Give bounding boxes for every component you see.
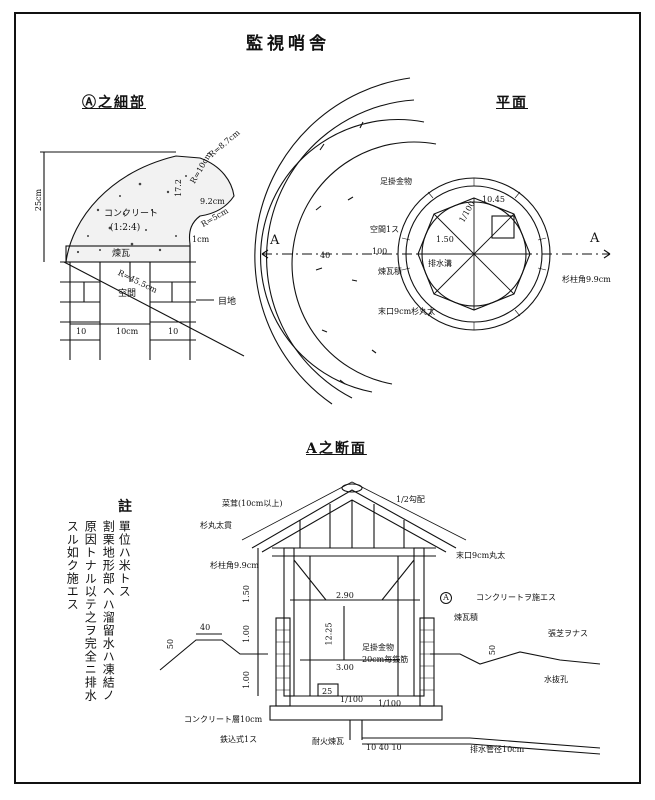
plan-hole: 空間1ス [370,225,400,234]
section-dim-25: 25 [322,687,333,696]
plan-brick-wall: 煉瓦積 [378,267,402,276]
detail-a-drawing [40,151,245,360]
plan-dim-1045: 10.45 [482,195,505,204]
plan-dim-40: 40 [320,251,331,260]
section-dim-100a: 1.00 [241,625,251,643]
plan-cedar-corner: 杉柱角9.9cm [562,275,611,284]
section-dim-290: 2.90 [336,591,354,600]
section-slope-label: 1/2勾配 [396,495,425,504]
section-brick-label: 煉瓦積 [454,613,478,622]
note-line-1: 單位ハ米トス [117,520,132,598]
section-dim-100b: 1.00 [241,671,251,689]
detail-dim-10a: 10 [76,327,87,336]
plan-a-right: A [590,231,600,246]
section-dim-100d: 1/100 [378,699,402,708]
section-circle-a: A [440,592,452,604]
detail-dim-10b: 10cm [116,327,139,336]
section-dim-40: 40 [200,623,211,632]
sheet-border [14,12,641,784]
detail-space-label: 空間 [118,289,137,299]
section-dim-101040: 10 40 10 [366,743,402,752]
note-line-4: スル如ク施エス [65,520,80,611]
detail-concrete-label: コンクリート [104,209,159,219]
section-dim-100c: 1/100 [340,695,364,704]
plan-a-left: A [270,233,280,248]
plan-cedar-post: 末口9cm杉丸太 [378,307,436,316]
section-concrete-layer-label: コンクリート層10cm [184,715,263,724]
detail-dim-10c: 10 [168,327,179,336]
section-turf-label: 張芝ヲナス [548,629,588,638]
plan-foot-hardware: 足掛金物 [380,177,412,186]
detail-heading: Ⓐ之細部 [82,95,146,111]
section-dim-300: 3.00 [336,663,354,672]
detail-dim-17: 17.2 [173,179,183,197]
section-dim-50-right: 50 [488,644,498,656]
section-dim-50-left: 50 [166,638,176,650]
section-foot-hw-spec: 20cm毎鉄筋 [362,655,409,664]
plan-drain-vessel: 排水溝 [428,259,452,268]
section-concrete-top-label: コンクリートヲ施エス [476,593,556,602]
plan-drawing [254,77,611,405]
section-corner-post-label: 杉柱角9.9cm [210,561,259,570]
note-line-2: 割栗地形部ヘハ溜留水ハ凍結ノ [101,520,116,702]
detail-dim-25: 25cm [34,188,44,212]
section-log-label: 末口9cm丸太 [456,551,506,560]
section-roof-label: 菜茸(10cm以上) [222,499,283,508]
plan-dim-150: 1.50 [436,235,454,244]
page-title: 監視哨舎 [246,34,330,54]
detail-dim-92: 9.2cm [200,197,225,206]
note-line-3: 原因トナル以テ之ヲ完全ニ排水 [83,520,98,702]
detail-joint-label: 目地 [218,297,237,307]
plan-dim-100: 100 [372,247,388,256]
section-iron-label: 鉄込式1ス [220,735,258,744]
plan-heading: 平面 [496,95,528,111]
detail-ratio-label: (1:2:4) [110,223,141,233]
detail-dim-1cm: 1cm [192,235,210,244]
section-heading: A之断面 [306,441,367,457]
section-foot-hw-label: 足掛金物 [362,643,394,652]
section-drain-pipe-label: 排水管径10cm [470,745,525,754]
section-dim-1225: 12.25 [324,622,334,646]
section-fire-brick-label: 耐火煉瓦 [312,737,344,746]
detail-brick-label: 煉瓦 [112,249,131,259]
section-dim-150: 1.50 [241,585,251,603]
section-beam-label: 杉丸太貫 [200,521,232,530]
section-drain-hole-label: 水抜孔 [544,675,568,684]
note-heading: 註 [118,499,132,515]
section-drawing [159,481,601,755]
